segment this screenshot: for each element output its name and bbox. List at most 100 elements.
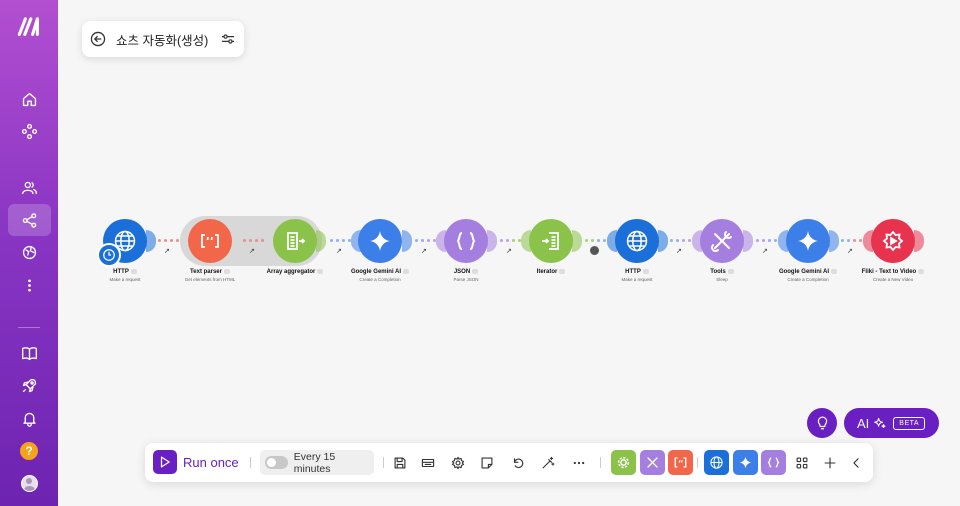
save-icon[interactable] [391, 454, 408, 471]
magic-wand-icon[interactable] [539, 454, 556, 471]
route-connector[interactable] [585, 239, 606, 243]
module-json[interactable] [444, 219, 488, 263]
rocket-icon[interactable] [14, 370, 44, 400]
sparkle-icon [874, 418, 886, 429]
gemini-button[interactable] [733, 450, 758, 475]
schedule-toggle[interactable]: Every 15 minutes [260, 450, 374, 475]
team-icon[interactable] [14, 172, 44, 202]
route-settings-icon[interactable]: ↗ [847, 248, 853, 255]
module-array-aggregator[interactable] [273, 219, 317, 263]
http-button[interactable] [704, 450, 729, 475]
schedule-clock-icon[interactable] [97, 243, 121, 267]
back-arrow-icon[interactable] [90, 31, 106, 47]
module-gemini-2[interactable] [786, 219, 830, 263]
ai-assistant-button[interactable]: AI BETA [844, 408, 939, 438]
scenario-settings-icon[interactable] [220, 31, 236, 47]
module-handle [146, 230, 156, 252]
bottom-toolbar: Run once Every 15 minutes [145, 443, 873, 482]
module-handle [692, 230, 702, 252]
module-label: Tools [667, 269, 777, 275]
module-label: Iterator [496, 269, 606, 275]
route-connector[interactable] [670, 239, 691, 243]
text-parser-button[interactable] [668, 450, 693, 475]
notes-icon[interactable] [478, 454, 495, 471]
gear-icon[interactable] [449, 454, 466, 471]
route-connector[interactable] [158, 239, 179, 243]
text-parser-icon [201, 234, 219, 248]
module-sublabel: Make a request [109, 277, 141, 282]
module-handle [914, 230, 924, 252]
sidebar-item-scenario-active[interactable] [8, 204, 51, 236]
route-connector[interactable] [841, 239, 862, 243]
text-parser-icon [674, 457, 687, 468]
route-settings-icon[interactable]: ↗ [506, 248, 512, 255]
iterator-icon [542, 232, 559, 250]
docs-book-icon[interactable] [14, 338, 44, 368]
home-icon[interactable] [14, 84, 44, 114]
module-handle [487, 230, 497, 252]
route-settings-icon[interactable]: ↗ [336, 248, 342, 255]
module-handle [402, 230, 412, 252]
filter-icon[interactable] [590, 246, 599, 255]
flow-control-button[interactable] [611, 450, 636, 475]
module-fliki[interactable] [871, 219, 915, 263]
json-button[interactable] [761, 450, 786, 475]
run-once-label[interactable]: Run once [183, 455, 239, 470]
module-sublabel: Create a Completion [787, 277, 829, 282]
route-connector[interactable] [756, 239, 777, 243]
route-settings-icon[interactable]: ↗ [421, 248, 427, 255]
aggregator-icon [287, 232, 306, 250]
module-handle [572, 230, 582, 252]
gear-icon [617, 456, 630, 469]
all-apps-grid-icon[interactable] [793, 454, 810, 471]
schedule-label: Every 15 minutes [293, 450, 336, 475]
module-handle [521, 230, 531, 252]
module-http-2[interactable] [615, 219, 659, 263]
route-settings-icon[interactable]: ↗ [249, 248, 255, 255]
scenario-title[interactable]: 쇼츠 자동화(생성) [116, 33, 209, 48]
toolbar-divider [600, 457, 601, 468]
module-sublabel: Create a New Video [872, 277, 914, 282]
route-settings-icon[interactable]: ↗ [676, 248, 682, 255]
avatar[interactable] [14, 468, 44, 498]
notifications-bell-icon[interactable] [14, 403, 44, 433]
collapse-chevron-left-icon[interactable] [847, 454, 864, 471]
tips-button[interactable] [807, 408, 837, 438]
tools-icon [710, 231, 732, 253]
add-module-icon[interactable] [821, 454, 838, 471]
globe-icon [626, 230, 648, 252]
module-sublabel: Sleep [716, 277, 728, 282]
module-label: Google Gemini AI [325, 269, 435, 275]
more-options-icon[interactable] [570, 454, 587, 471]
scheduling-switch[interactable] [265, 456, 288, 469]
tools-button[interactable] [640, 450, 665, 475]
module-label: JSON [411, 269, 521, 275]
scenario-settings-icon[interactable] [419, 454, 436, 471]
route-connector[interactable] [243, 239, 264, 243]
apps-globe-icon[interactable] [14, 237, 44, 267]
gemini-icon [370, 231, 390, 251]
module-tools[interactable] [700, 219, 744, 263]
beta-badge: BETA [893, 416, 926, 430]
ai-label: AI [857, 415, 870, 431]
module-gemini-1[interactable] [358, 219, 402, 263]
route-connector[interactable] [415, 239, 436, 243]
scenarios-icon[interactable] [14, 116, 44, 146]
more-vertical-icon[interactable] [14, 270, 44, 300]
module-sublabel: Get elements from HTML [184, 277, 236, 282]
make-logo-icon[interactable] [14, 11, 44, 41]
undo-icon[interactable] [509, 454, 526, 471]
help-icon[interactable]: ? [14, 436, 44, 466]
route-settings-icon[interactable]: ↗ [762, 248, 768, 255]
module-label: Array aggregator [240, 269, 350, 275]
module-iterator[interactable] [529, 219, 573, 263]
sidebar: ? [0, 0, 58, 506]
run-once-button[interactable] [153, 450, 177, 474]
route-connector[interactable] [330, 239, 351, 243]
module-sublabel: Create a Completion [359, 277, 401, 282]
route-settings-icon[interactable]: ↗ [164, 248, 170, 255]
route-connector[interactable] [500, 239, 521, 243]
module-handle [436, 230, 446, 252]
module-text-parser[interactable] [188, 219, 232, 263]
module-sublabel: Make a request [621, 277, 653, 282]
